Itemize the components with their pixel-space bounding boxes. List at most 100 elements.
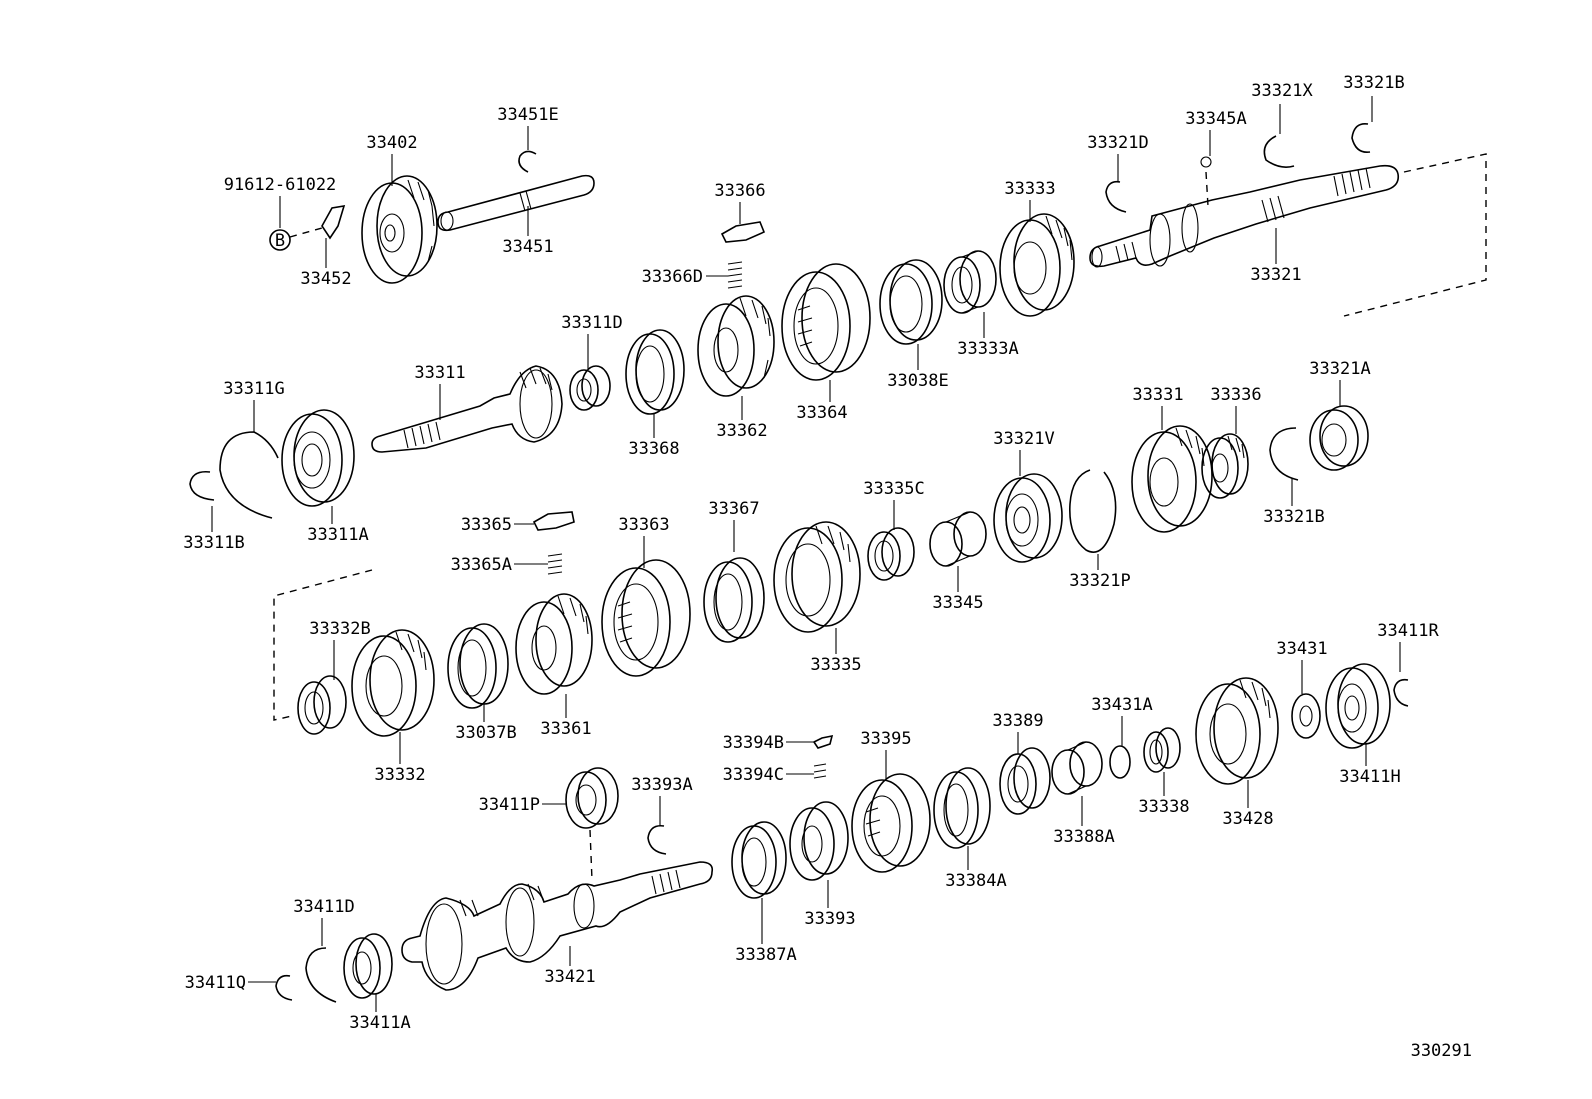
part-label[interactable]: 33366: [714, 181, 765, 201]
shifting-key: [812, 734, 834, 749]
part-label[interactable]: 33037B: [455, 723, 516, 743]
part-label[interactable]: 33411A: [349, 1013, 410, 1033]
part-label[interactable]: 33388A: [1053, 827, 1114, 847]
part-label[interactable]: 33451: [502, 237, 553, 257]
part-label[interactable]: 33395: [860, 729, 911, 749]
part-label[interactable]: 33363: [618, 515, 669, 535]
shifting-key: [532, 511, 575, 531]
part-label[interactable]: 33387A: [735, 945, 796, 965]
part-label[interactable]: 33368: [628, 439, 679, 459]
hub-sleeve: [851, 773, 931, 873]
part-label[interactable]: 33366D: [642, 267, 703, 287]
snap-ring: [1263, 135, 1295, 168]
figure-code: 330291: [1411, 1041, 1472, 1061]
part-label[interactable]: 33332B: [309, 619, 370, 639]
part-label[interactable]: 33393: [804, 909, 855, 929]
part-label[interactable]: 33452: [300, 269, 351, 289]
synchro-ring: [933, 767, 991, 849]
part-label[interactable]: 33394C: [723, 765, 784, 785]
idler-shaft: [437, 174, 595, 232]
part-label[interactable]: 33411Q: [185, 973, 246, 993]
synchro-ring: [879, 259, 943, 345]
ball-bearing: [1325, 663, 1391, 749]
part-label[interactable]: 33311: [414, 363, 465, 383]
snap-ring: [1393, 678, 1409, 707]
part-label[interactable]: 33365: [461, 515, 512, 535]
collar: [929, 511, 987, 567]
snap-ring: [1069, 469, 1117, 553]
part-label[interactable]: 33402: [366, 133, 417, 153]
part-label[interactable]: 33335: [810, 655, 861, 675]
needle-bearing: [569, 365, 611, 411]
part-label[interactable]: 33338: [1138, 797, 1189, 817]
part-label[interactable]: 33311B: [183, 533, 244, 553]
part-label[interactable]: 33333: [1004, 179, 1055, 199]
part-label[interactable]: 33384A: [945, 871, 1006, 891]
leader-lines: [211, 96, 1401, 1012]
snap-ring: [275, 974, 293, 1001]
part-label[interactable]: 33335C: [863, 479, 924, 499]
bolt-symbol: B: [275, 231, 285, 251]
gear: [1131, 425, 1213, 533]
bolt-dashed-line: [289, 227, 323, 238]
needle-bearing: [943, 250, 997, 314]
part-label[interactable]: 33421: [544, 967, 595, 987]
part-label[interactable]: 91612-61022: [224, 175, 337, 195]
part-label[interactable]: 33394B: [723, 733, 784, 753]
hub-sleeve: [601, 559, 691, 677]
part-label[interactable]: 33038E: [887, 371, 948, 391]
part-label[interactable]: 33321A: [1309, 359, 1370, 379]
part-label[interactable]: 33321P: [1069, 571, 1130, 591]
part-label[interactable]: 33332: [374, 765, 425, 785]
part-label[interactable]: 33411P: [479, 795, 540, 815]
part-label[interactable]: 33411R: [1377, 621, 1439, 641]
part-labels: 91612-61022 33402 33451E 33451 33452 333…: [183, 73, 1472, 1061]
part-label[interactable]: 33331: [1132, 385, 1183, 405]
key-spring: [727, 261, 743, 289]
part-label[interactable]: 33367: [708, 499, 759, 519]
synchro-ring: [447, 623, 509, 709]
bearing-dashed-guide: [589, 829, 593, 881]
part-label[interactable]: 33311G: [223, 379, 284, 399]
assembly-dashed-line: [1343, 153, 1487, 317]
gear: [773, 521, 861, 633]
part-label[interactable]: 33321: [1250, 265, 1301, 285]
ball-bearing: [565, 767, 619, 829]
bolt-symbol-circle: [269, 229, 291, 251]
part-label[interactable]: 33451E: [497, 105, 558, 125]
part-label[interactable]: 33411D: [293, 897, 354, 917]
part-label[interactable]: 33365A: [451, 555, 512, 575]
part-label[interactable]: 33361: [540, 719, 591, 739]
synchro-ring: [625, 329, 685, 415]
part-label[interactable]: 33336: [1210, 385, 1261, 405]
part-label[interactable]: 33311A: [307, 525, 368, 545]
part-label[interactable]: 33321D: [1087, 133, 1148, 153]
synchro-ring: [731, 821, 787, 899]
input-shaft: [371, 365, 563, 453]
assembly-dashed-line: [273, 569, 373, 721]
clutch-hub: [515, 593, 593, 695]
part-label[interactable]: 33345: [932, 593, 983, 613]
bearing: [1309, 405, 1369, 471]
part-label[interactable]: 33321B: [1263, 507, 1324, 527]
part-label[interactable]: 33431: [1276, 639, 1327, 659]
part-label[interactable]: 33389: [992, 711, 1043, 731]
part-label[interactable]: 33321X: [1251, 81, 1313, 101]
part-label[interactable]: 33333A: [957, 339, 1018, 359]
part-label[interactable]: 33345A: [1185, 109, 1246, 129]
output-shaft: [1089, 164, 1400, 268]
needle-bearing: [297, 675, 347, 735]
key-spring: [547, 553, 563, 575]
shifting-key: [720, 221, 766, 243]
part-label[interactable]: 33393A: [631, 775, 692, 795]
part-label[interactable]: 33311D: [561, 313, 622, 333]
part-label[interactable]: 33411H: [1339, 767, 1400, 787]
part-label[interactable]: 33321B: [1343, 73, 1404, 93]
hub-sleeve: [781, 263, 871, 381]
snap-ring: [647, 824, 667, 855]
part-label[interactable]: 33362: [716, 421, 767, 441]
part-label[interactable]: 33431A: [1091, 695, 1152, 715]
part-label[interactable]: 33428: [1222, 809, 1273, 829]
part-label[interactable]: 33364: [796, 403, 847, 423]
part-label[interactable]: 33321V: [993, 429, 1054, 449]
